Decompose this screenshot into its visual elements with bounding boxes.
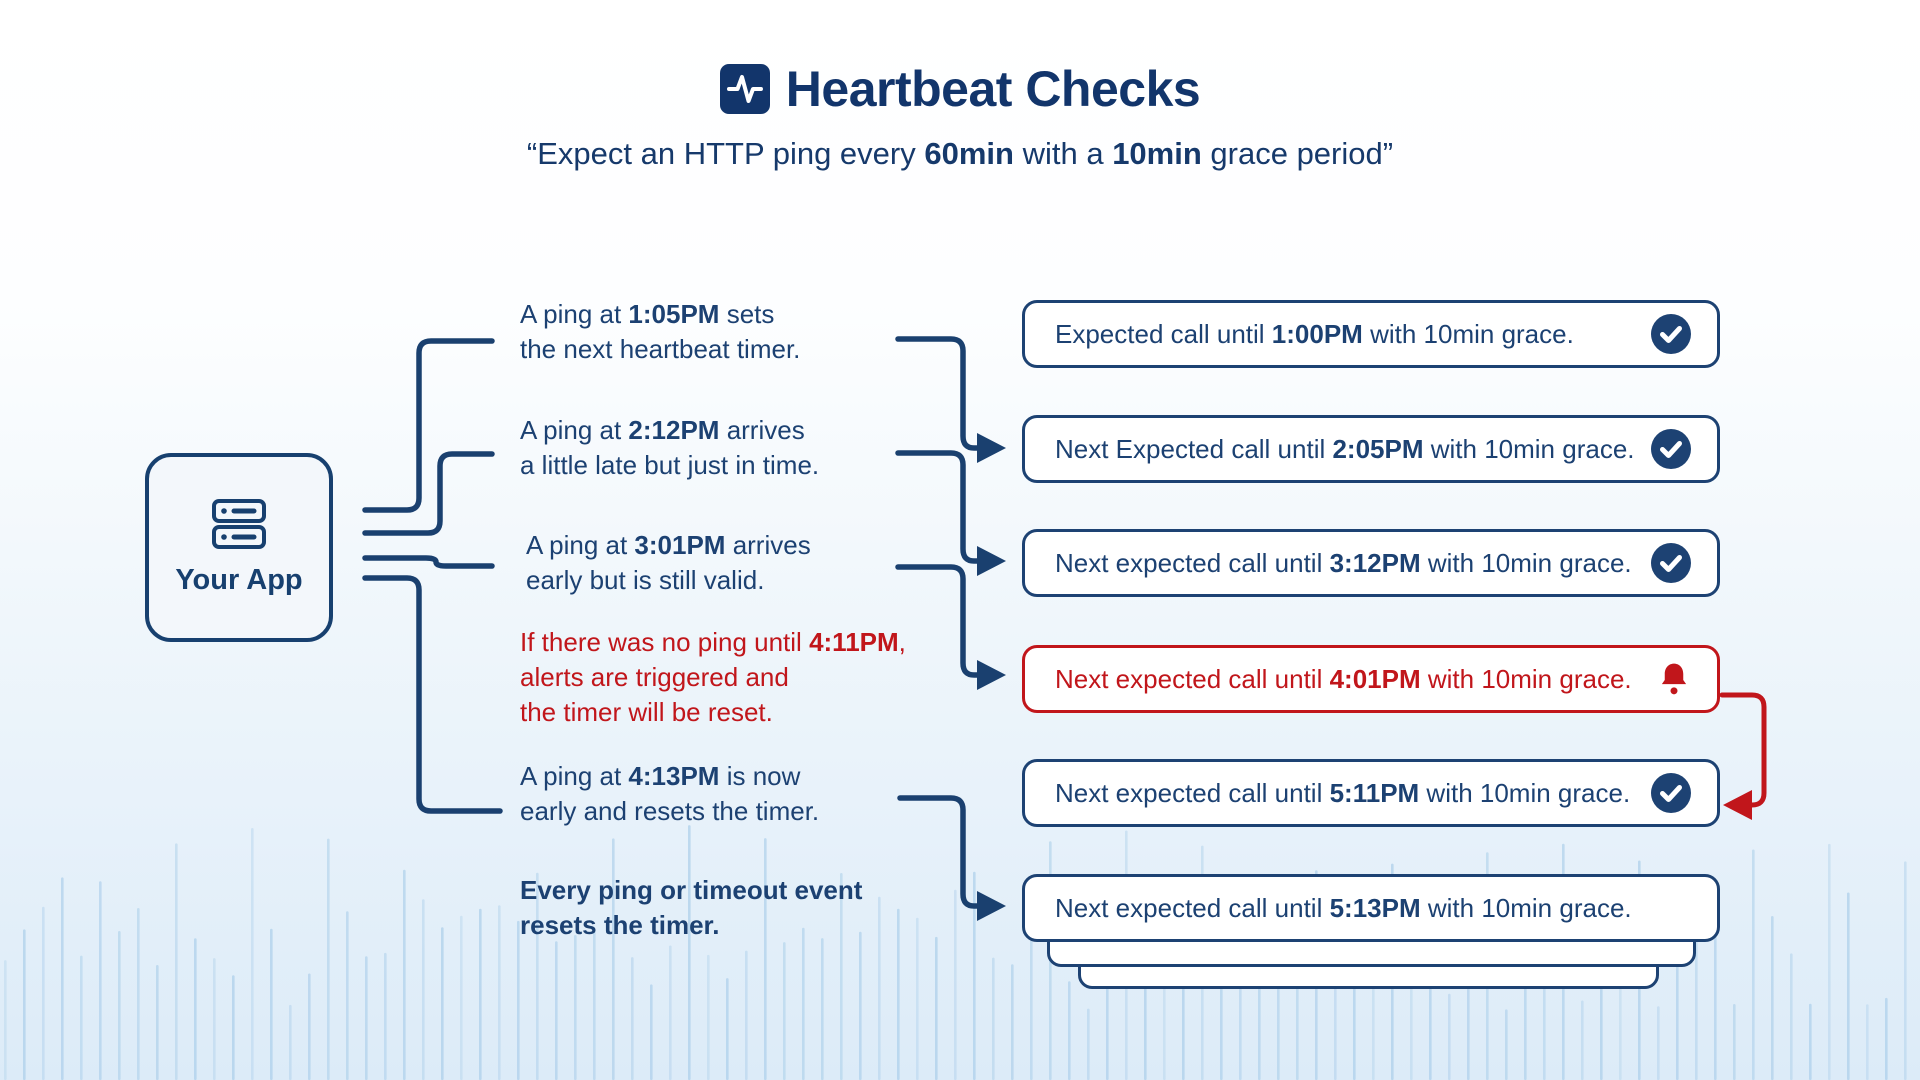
event-line: Every ping or timeout event xyxy=(520,875,863,905)
page-subtitle: “Expect an HTTP ping every 60min with a … xyxy=(526,136,1394,171)
server-icon xyxy=(212,498,266,550)
event-line: If there was no ping until 4:11PM, xyxy=(520,627,906,657)
timer-card-6: Next expected call until 5:13PM with 10m… xyxy=(1022,874,1720,942)
connector-app-to-event1 xyxy=(362,338,495,513)
connector-app-to-event2 xyxy=(362,451,495,536)
event-line: early but is still valid. xyxy=(526,565,765,595)
timer-card-5: Next expected call until 5:11PM with 10m… xyxy=(1022,759,1720,827)
check-circle-icon xyxy=(1651,773,1691,813)
connector-app-to-event5 xyxy=(362,575,503,814)
arrow-head xyxy=(977,660,1006,690)
connector-event5-to-timer6 xyxy=(897,795,981,909)
connector-app-to-event3 xyxy=(362,555,495,569)
arrow-head xyxy=(977,433,1006,463)
bell-icon xyxy=(1657,661,1691,698)
app-label: Your App xyxy=(175,564,303,596)
arrow-head xyxy=(977,546,1006,576)
red-loop-arrow xyxy=(1719,692,1767,808)
timer-text: Expected call until 1:00PM with 10min gr… xyxy=(1055,318,1574,349)
event-line: the next heartbeat timer. xyxy=(520,334,801,364)
event-line: A ping at 3:01PM arrives xyxy=(526,530,811,560)
check-circle-icon xyxy=(1651,429,1691,469)
timer-text: Next Expected call until 2:05PM with 10m… xyxy=(1055,433,1635,464)
timer-text: Next expected call until 3:12PM with 10m… xyxy=(1055,547,1632,578)
event-note-4: If there was no ping until 4:11PM, alert… xyxy=(520,625,906,730)
event-note-5: A ping at 4:13PM is now early and resets… xyxy=(520,759,819,829)
event-line: resets the timer. xyxy=(520,910,720,940)
event-line: A ping at 1:05PM sets xyxy=(520,299,775,329)
event-note-2: A ping at 2:12PM arrives a little late b… xyxy=(520,413,819,483)
your-app-card: Your App xyxy=(145,453,333,642)
timer-card-3: Next expected call until 3:12PM with 10m… xyxy=(1022,529,1720,597)
timer-card-4-alert: Next expected call until 4:01PM with 10m… xyxy=(1022,645,1720,713)
event-line: A ping at 4:13PM is now xyxy=(520,761,801,791)
activity-icon xyxy=(719,64,770,114)
check-circle-icon xyxy=(1651,314,1691,354)
page-header: Heartbeat Checks xyxy=(0,60,1920,118)
event-line: A ping at 2:12PM arrives xyxy=(520,415,805,445)
timer-card-1: Expected call until 1:00PM with 10min gr… xyxy=(1022,300,1720,368)
event-line: the timer will be reset. xyxy=(520,697,773,727)
red-arrow-head xyxy=(1723,790,1752,820)
arrow-head xyxy=(977,891,1006,921)
event-line: alerts are triggered and xyxy=(520,662,789,692)
event-note-3: A ping at 3:01PM arrives early but is st… xyxy=(526,528,811,598)
timer-text: Next expected call until 5:11PM with 10m… xyxy=(1055,777,1631,808)
event-note-6: Every ping or timeout event resets the t… xyxy=(520,873,862,943)
event-line: early and resets the timer. xyxy=(520,796,820,826)
timer-card-2: Next Expected call until 2:05PM with 10m… xyxy=(1022,415,1720,483)
timer-text: Next expected call until 4:01PM with 10m… xyxy=(1055,663,1632,694)
page-title: Heartbeat Checks xyxy=(785,61,1201,117)
connector-event3-to-timer4 xyxy=(895,564,981,678)
timer-text: Next expected call until 5:13PM with 10m… xyxy=(1055,892,1632,923)
event-note-1: A ping at 1:05PM sets the next heartbeat… xyxy=(520,297,800,367)
connector-event1-to-timer2 xyxy=(895,336,981,451)
check-circle-icon xyxy=(1651,543,1691,583)
event-line: a little late but just in time. xyxy=(520,450,820,480)
connector-event2-to-timer3 xyxy=(895,450,981,564)
